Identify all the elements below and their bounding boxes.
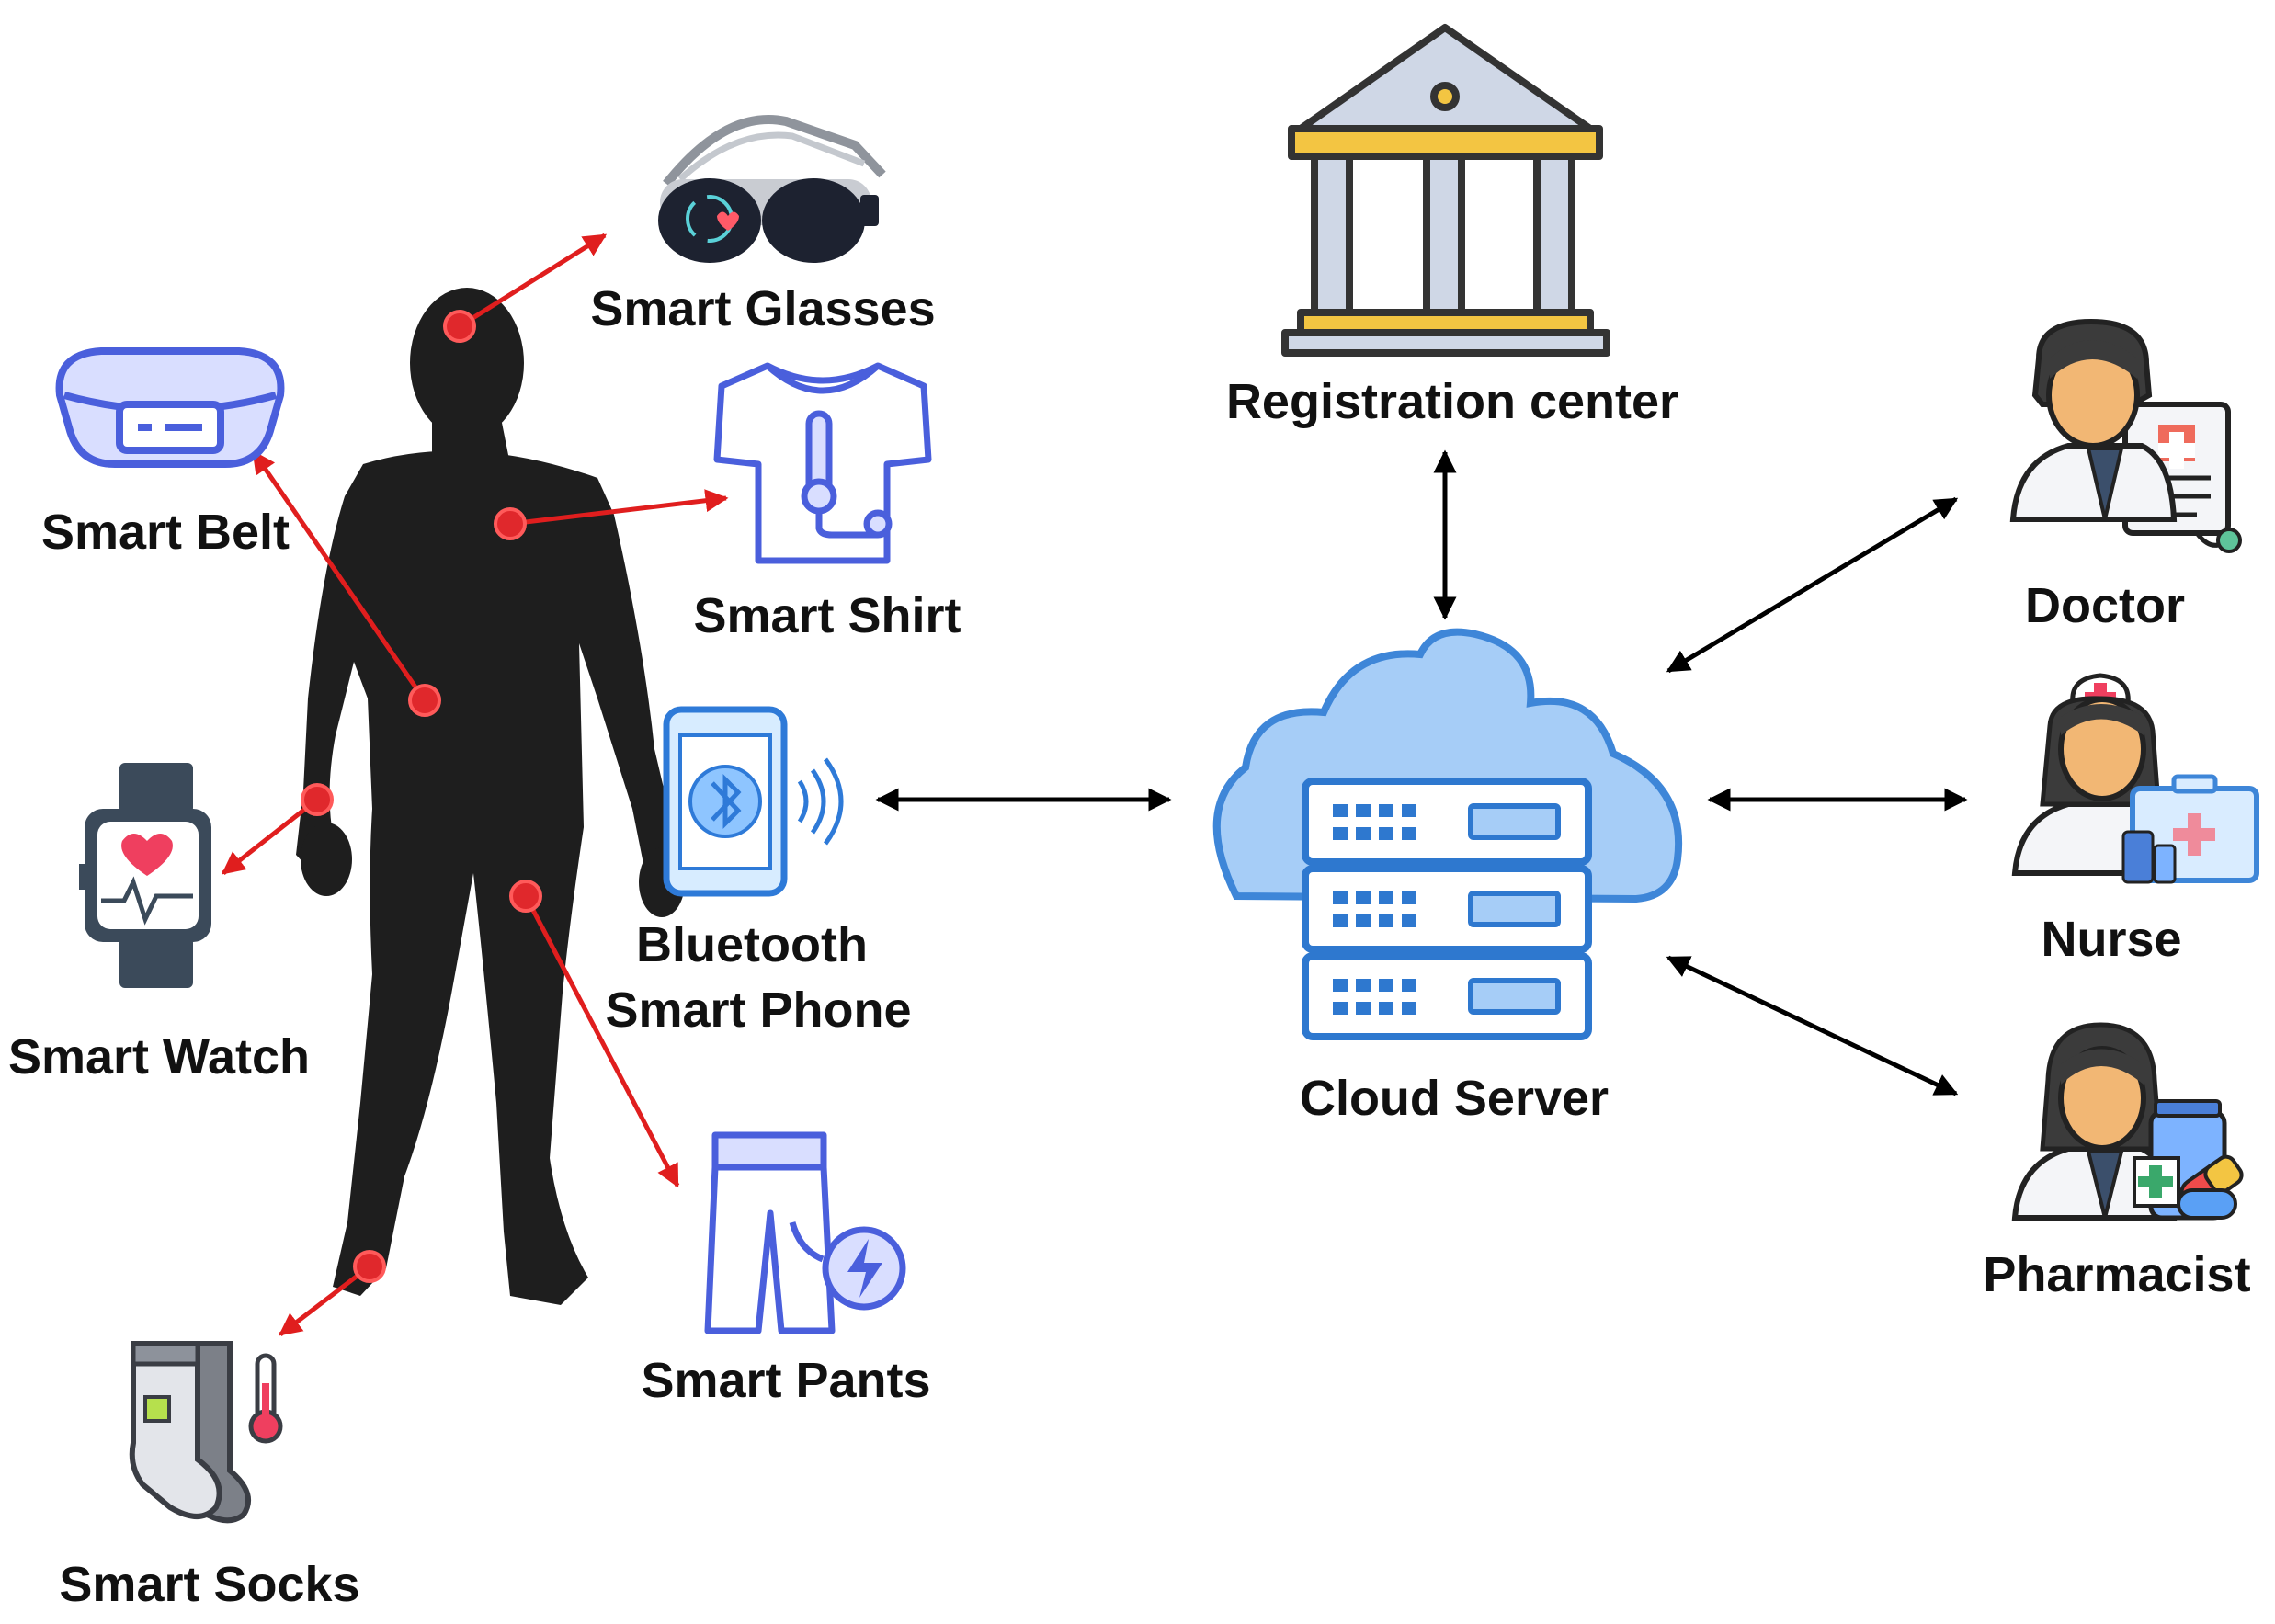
bluetooth-phone-icon	[663, 706, 844, 897]
smart-belt-icon	[55, 347, 285, 468]
label-registration-center: Registration center	[1225, 374, 1679, 429]
label-smart-watch: Smart Watch	[7, 1029, 311, 1085]
label-smart-shirt: Smart Shirt	[693, 588, 961, 643]
label-smart-glasses: Smart Glasses	[590, 281, 936, 336]
sensor-arrows	[222, 233, 729, 1336]
label-nurse: Nurse	[2041, 912, 2182, 967]
smart-socks-icon	[129, 1341, 283, 1524]
sensor-dots	[301, 310, 542, 1283]
smart-watch-icon	[79, 763, 211, 988]
cloud-server-icon	[1212, 628, 1683, 1040]
label-smart-socks: Smart Socks	[59, 1557, 360, 1612]
label-smart-pants: Smart Pants	[641, 1353, 931, 1408]
smart-pants-icon	[704, 1131, 906, 1334]
label-cloud-server: Cloud Server	[1299, 1071, 1610, 1126]
network-arrows	[875, 449, 1968, 1096]
human-silhouette	[296, 288, 685, 1305]
smart-glasses-icon	[658, 114, 886, 263]
label-bluetooth-line2: Smart Phone	[605, 982, 912, 1038]
registration-building-icon	[1281, 24, 1610, 357]
pharmacist-icon	[2011, 1022, 2244, 1221]
label-doctor: Doctor	[2025, 578, 2185, 633]
label-smart-belt: Smart Belt	[40, 505, 290, 560]
nurse-icon	[2011, 673, 2259, 884]
label-bluetooth-line1: Bluetooth	[636, 917, 868, 972]
label-pharmacist: Pharmacist	[1983, 1247, 2251, 1302]
doctor-icon	[2009, 318, 2242, 553]
smart-shirt-icon	[713, 362, 932, 564]
